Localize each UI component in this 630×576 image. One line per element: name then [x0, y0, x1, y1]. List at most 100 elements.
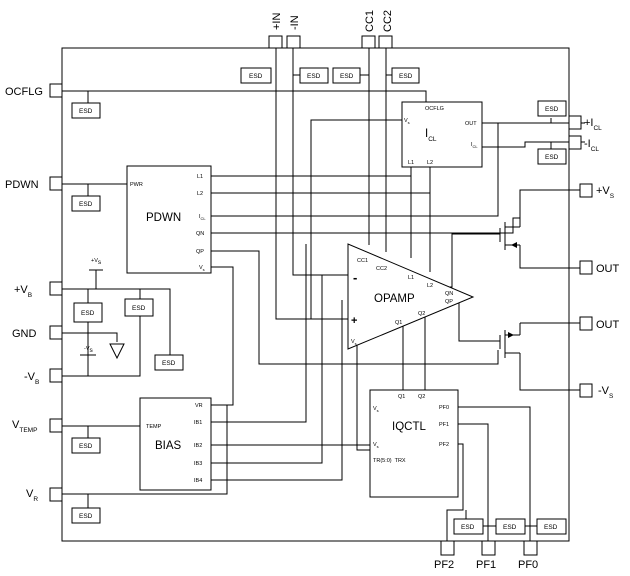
chip-outline — [61, 47, 570, 542]
svg-text:ESD: ESD — [340, 73, 354, 80]
opamp-block-name: OPAMP — [374, 293, 415, 305]
pin-label-out-bottom: OUT — [596, 319, 620, 331]
opamp-block: OPAMP - + CC1 CC2 L1 L2 QN QP Q1 Q2 Vs — [347, 243, 475, 350]
pin-label-vs-minus: -VS — [598, 385, 614, 400]
svg-text:ESD: ESD — [503, 524, 517, 531]
svg-text:L2: L2 — [197, 191, 203, 197]
pads — [49, 35, 593, 556]
svg-text:L2: L2 — [427, 283, 433, 289]
iqctl-block-name: IQCTL — [392, 421, 426, 433]
esd-box: ESD — [71, 102, 101, 119]
svg-text:ESD: ESD — [81, 310, 95, 317]
esd-box: ESD — [154, 354, 184, 371]
svg-text:L1: L1 — [408, 275, 414, 281]
svg-text:Q1: Q1 — [395, 320, 402, 326]
svg-text:CC1: CC1 — [357, 258, 368, 264]
pin-label-out-top: OUT — [596, 263, 620, 275]
svg-text:ESD: ESD — [79, 201, 93, 208]
pin-label-vr: VR — [26, 488, 38, 503]
iqctl-block: IQCTL Q1 Q2 Vs Vs PF0 PF1 PF2 TR(5:0) TR… — [369, 389, 459, 498]
svg-text:ESD: ESD — [132, 305, 146, 312]
svg-text:Vs: Vs — [404, 118, 410, 125]
esd-box: ESD — [124, 298, 154, 317]
svg-text:CC2: CC2 — [376, 266, 387, 272]
svg-text:ESD: ESD — [545, 154, 559, 161]
svg-text:IB3: IB3 — [194, 461, 202, 467]
svg-text:ESD: ESD — [461, 524, 475, 531]
esd-box: ESD — [453, 518, 484, 535]
pin-label-ocflg: OCFLG — [5, 86, 43, 98]
svg-text:IB2: IB2 — [194, 443, 202, 449]
esd-box: ESD — [495, 518, 526, 535]
vs-plus-symbol: +Vs — [89, 258, 103, 271]
pin-label-vs-plus: +VS — [596, 185, 615, 200]
pin-label-in-plus: +IN — [271, 13, 283, 30]
pin-label-vtemp: VTEMP — [12, 419, 37, 434]
esd-box: ESD — [537, 100, 567, 117]
pin-label-cc1: CC1 — [364, 10, 376, 32]
svg-text:+: + — [351, 315, 357, 327]
svg-text:ESD: ESD — [249, 73, 263, 80]
svg-text:ICL: ICL — [471, 142, 478, 149]
pin-label-gnd: GND — [12, 328, 37, 340]
svg-text:ESD: ESD — [162, 360, 176, 367]
svg-text:ESD: ESD — [79, 108, 93, 115]
icl-block-name: ICL — [425, 128, 437, 143]
svg-text:ESD: ESD — [399, 73, 413, 80]
svg-text:ESD: ESD — [544, 524, 558, 531]
svg-text:ESD: ESD — [79, 513, 93, 520]
esd-boxes: ESD ESD ESD ESD ESD ESD ESD ESD ESD ESD … — [71, 67, 567, 535]
pin-label-vb-plus: +VB — [14, 284, 32, 299]
svg-text:Vs: Vs — [199, 265, 205, 272]
esd-box: ESD — [537, 148, 567, 165]
svg-text:-: - — [353, 270, 357, 285]
svg-text:Q1: Q1 — [398, 394, 405, 400]
esd-box: ESD — [332, 67, 361, 84]
svg-text:QP: QP — [445, 299, 453, 305]
svg-text:L2: L2 — [427, 160, 433, 166]
bias-block-name: BIAS — [155, 440, 182, 452]
pdwn-block-name: PDWN — [146, 212, 181, 224]
pin-label-pf1: PF1 — [476, 559, 496, 571]
svg-text:IB1: IB1 — [194, 420, 202, 426]
svg-text:Q2: Q2 — [418, 311, 425, 317]
pin-label-pf0: PF0 — [518, 559, 538, 571]
esd-box: ESD — [71, 195, 101, 212]
svg-text:PWR: PWR — [130, 182, 143, 188]
svg-text:QN: QN — [445, 291, 453, 297]
svg-text:ESD: ESD — [545, 106, 559, 113]
esd-box: ESD — [73, 302, 103, 323]
svg-text:OCFLG: OCFLG — [425, 106, 444, 112]
svg-text:VR: VR — [195, 403, 203, 409]
svg-text:+Vs: +Vs — [91, 258, 102, 266]
esd-box: ESD — [71, 507, 101, 524]
esd-box: ESD — [240, 67, 272, 84]
svg-text:IB4: IB4 — [194, 478, 202, 484]
esd-box: ESD — [71, 437, 101, 454]
bias-block: BIAS TEMP VR IB1 IB2 IB3 IB4 — [139, 397, 212, 491]
svg-text:Vs: Vs — [351, 339, 357, 346]
pin-label-pf2: PF2 — [434, 559, 454, 571]
svg-text:QN: QN — [196, 231, 204, 237]
pin-label-icl-plus: +ICL — [584, 117, 602, 132]
esd-box: ESD — [536, 518, 567, 535]
external-labels: +IN -IN CC1 CC2 OCFLG PDWN +VB GND -VB V… — [5, 10, 620, 571]
svg-text:L1: L1 — [197, 174, 203, 180]
pin-label-pdwn: PDWN — [5, 179, 39, 191]
svg-text:Vs: Vs — [373, 442, 379, 449]
esd-box: ESD — [391, 67, 420, 84]
svg-text:PF1: PF1 — [439, 422, 449, 428]
esd-box: ESD — [299, 67, 329, 84]
vs-minus-symbol: -Vs — [80, 346, 96, 356]
svg-text:ICL: ICL — [199, 214, 206, 221]
pin-label-in-minus: -IN — [289, 15, 301, 30]
icl-block: ICL OCFLG Vs OUT ICL L1 L2 — [401, 101, 483, 168]
pin-label-cc2: CC2 — [382, 10, 394, 32]
svg-text:ESD: ESD — [79, 443, 93, 450]
pdwn-block: PDWN PWR L1 L2 ICL QN QP Vs — [126, 165, 212, 274]
svg-text:Vs: Vs — [373, 406, 379, 413]
pin-label-vb-minus: -VB — [24, 371, 39, 386]
svg-text:-Vs: -Vs — [84, 346, 94, 354]
svg-text:QP: QP — [196, 249, 204, 255]
